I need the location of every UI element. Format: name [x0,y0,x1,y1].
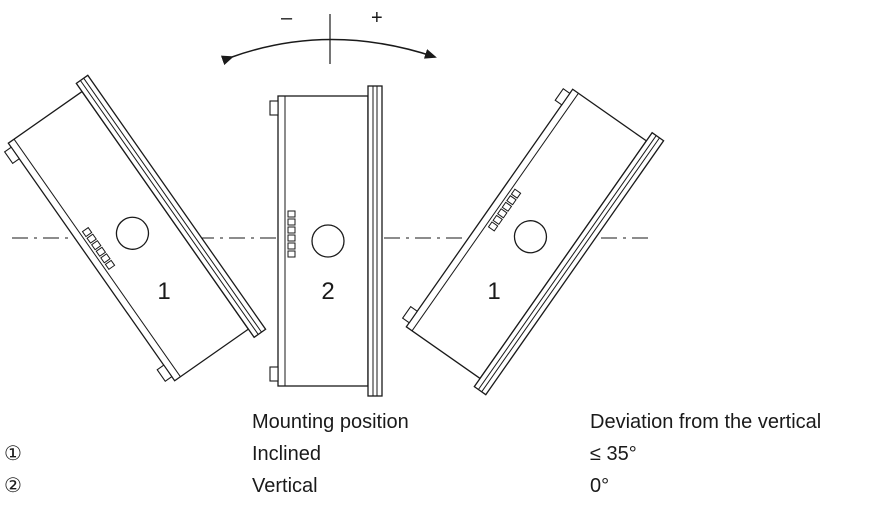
legend-row-position: Inclined [252,443,321,465]
panel-inclined-right [393,75,665,396]
mounting-position-diagram: – + 1 2 1 [0,7,665,397]
legend-row-deviation: ≤ 35° [590,443,637,465]
legend-header-position: Mounting position [252,411,409,433]
legend-header-deviation: Deviation from the vertical [590,411,822,433]
callout-2-center: 2 [321,278,334,305]
legend-row-position: Vertical [252,475,318,497]
direction-plus-sign: + [371,7,383,29]
panel-vertical-center [269,85,383,397]
callout-1-right: 1 [487,278,500,305]
legend-row-number: ② [4,475,22,497]
legend-table: Mounting position Deviation from the ver… [0,404,869,504]
legend-row-number: ① [4,443,22,465]
direction-minus-sign: – [281,7,293,29]
legend-row-deviation: 0° [590,475,610,497]
callout-1-left: 1 [157,278,170,305]
panel-inclined-left [0,74,267,395]
rotation-arrow [220,38,437,66]
